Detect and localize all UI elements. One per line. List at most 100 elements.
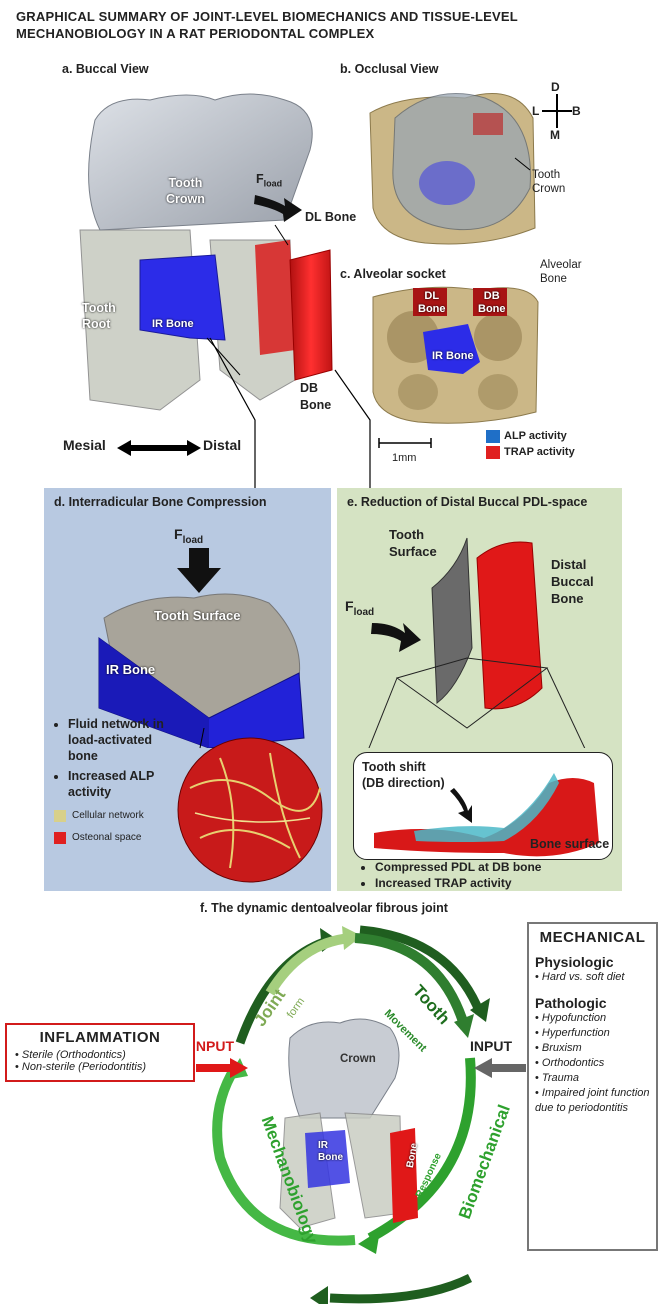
bullet-fluid-network: Fluid network in load-activated bone	[68, 716, 183, 764]
dl-bone-socket	[413, 288, 447, 316]
tooth-crown-label-b: Tooth Crown	[532, 169, 566, 195]
panel-d-bullets: Fluid network in load-activated bone Inc…	[54, 716, 183, 804]
compass-d: D	[551, 80, 560, 94]
tooth-shift-label: Tooth shift (DB direction)	[362, 760, 445, 790]
inflammation-heading: INFLAMMATION	[39, 1029, 161, 1046]
fluid-network-circle	[177, 728, 323, 883]
compass-l: L	[532, 104, 540, 118]
input-label-right: INPUT	[470, 1038, 512, 1054]
load-arrow-e	[371, 623, 421, 652]
trap-region	[473, 113, 503, 135]
ir-bone-label-a: IR Bone	[152, 318, 194, 330]
cellular-network-label: Cellular network	[72, 810, 144, 821]
dl-bone-label-c: DL Bone	[418, 290, 446, 315]
orientation-compass: D L B M	[532, 80, 582, 144]
fload-label-d: Fload	[174, 526, 203, 546]
occlusal-view-illustration	[369, 93, 536, 245]
inflammation-item: Non-sterile (Periodontitis)	[15, 1061, 193, 1073]
pathologic-item: Bruxism	[535, 1041, 656, 1056]
tooth-surface-label-d: Tooth Surface	[154, 608, 241, 623]
crown-label: Crown	[340, 1053, 376, 1065]
inset-zoom-box: Tooth shift (DB direction) Bone surface	[353, 752, 613, 860]
inflammation-list: Sterile (Orthodontics) Non-sterile (Peri…	[7, 1049, 193, 1073]
ir-bone-socket	[423, 324, 480, 374]
alp-legend-swatch	[486, 430, 500, 443]
inflammation-box: INFLAMMATION Sterile (Orthodontics) Non-…	[5, 1023, 195, 1082]
cellular-network-swatch	[54, 810, 66, 822]
fload-f-d: F	[174, 526, 183, 542]
panel-e: e. Reduction of Distal Buccal PDL-space …	[337, 488, 622, 891]
db-pdl-illustration	[368, 537, 586, 748]
tooth-crown-label: Tooth Crown	[166, 176, 205, 206]
compass-b: B	[572, 104, 581, 118]
ir-bone-label-d: IR Bone	[106, 662, 156, 677]
db-bone-socket	[473, 288, 507, 316]
compass-cross	[542, 94, 572, 128]
connector-lines	[209, 337, 371, 488]
pathologic-item: Hyperfunction	[535, 1026, 656, 1041]
pathologic-item: Trauma	[535, 1071, 656, 1086]
inset-illustration	[374, 773, 599, 857]
panel-e-bullets: Compressed PDL at DB bone Increased TRAP…	[361, 860, 625, 894]
alp-legend-label: ALP activity	[504, 430, 567, 442]
fload-sub-d: load	[182, 534, 204, 546]
ir-bone-label-f: IR Bone	[318, 1140, 343, 1163]
pathologic-item: Hypofunction	[535, 1011, 656, 1026]
inflammation-item: Sterile (Orthodontics)	[15, 1049, 193, 1061]
bullet-compressed-pdl: Compressed PDL at DB bone	[375, 860, 625, 874]
tooth-root-label: Tooth Root	[82, 301, 116, 331]
panel-f-title: f. The dynamic dentoalveolar fibrous joi…	[200, 901, 448, 915]
db-bone-block	[289, 249, 333, 381]
bone-surface-label: Bone surface	[530, 837, 610, 851]
tooth-shift-arrow	[450, 788, 472, 823]
panel-d: d. Interradicular Bone Compression Fload…	[44, 488, 331, 891]
osteonal-space-swatch	[54, 832, 66, 844]
scale-label: 1mm	[392, 452, 417, 464]
physiologic-item: Hard vs. soft diet	[535, 970, 656, 985]
dynamic-joint-cycle	[212, 925, 490, 1304]
pathologic-item: Orthodontics	[535, 1056, 656, 1071]
fload-label-e: Fload	[345, 598, 374, 618]
figure-title: GRAPHICAL SUMMARY OF JOINT-LEVEL BIOMECH…	[16, 9, 518, 41]
bullet-alp-activity: Increased ALP activity	[68, 768, 183, 800]
panel-e-title: e. Reduction of Distal Buccal PDL-space	[347, 495, 588, 509]
panel-b-title: b. Occlusal View	[340, 62, 439, 76]
alp-region	[419, 161, 475, 205]
buccal-view-illustration	[79, 93, 333, 411]
alveolar-socket-illustration	[372, 286, 539, 424]
dl-bone-block	[255, 240, 295, 355]
distal-label: Distal	[203, 437, 242, 453]
db-bone-label-c: DB Bone	[478, 290, 506, 315]
distal-buccal-bone-label: Distal Buccal Bone	[551, 557, 594, 606]
physiologic-heading: Physiologic	[535, 954, 614, 970]
bullet-trap-activity: Increased TRAP activity	[375, 876, 625, 890]
fload-sub-e: load	[353, 606, 375, 618]
mesial-label: Mesial	[63, 437, 106, 453]
scale-bar	[378, 438, 432, 448]
panel-a-title: a. Buccal View	[62, 62, 149, 76]
mechanical-heading: MECHANICAL	[539, 929, 646, 946]
osteonal-space-label: Osteonal space	[72, 832, 142, 843]
ir-bone-compression-illustration	[98, 548, 305, 748]
fload-f: F	[256, 172, 264, 186]
trap-legend-label: TRAP activity	[504, 446, 575, 458]
physiologic-list: Hard vs. soft diet	[529, 970, 656, 985]
tooth-surface-label-e: Tooth Surface	[389, 527, 437, 559]
input-label-left: INPUT	[192, 1038, 234, 1054]
trap-legend-swatch	[486, 446, 500, 459]
db-bone-label-a: DB Bone	[300, 381, 332, 412]
pathologic-list: Hypofunction Hyperfunction Bruxism Ortho…	[529, 1011, 656, 1116]
alveolar-bone-label: Alveolar Bone	[540, 259, 582, 285]
fload-f-e: F	[345, 598, 354, 614]
fload-label-a: Fload	[256, 172, 282, 189]
dl-bone-label: DL Bone	[305, 210, 357, 224]
load-arrow-down	[177, 548, 221, 593]
panel-d-title: d. Interradicular Bone Compression	[54, 495, 267, 509]
compass-m: M	[550, 128, 560, 142]
ir-bone-label-c: IR Bone	[432, 350, 474, 362]
load-arrow	[254, 195, 302, 222]
mesial-distal-arrow	[117, 440, 201, 456]
pathologic-heading: Pathologic	[535, 995, 607, 1011]
panel-c-title: c. Alveolar socket	[340, 267, 446, 281]
fload-sub: load	[263, 178, 283, 189]
